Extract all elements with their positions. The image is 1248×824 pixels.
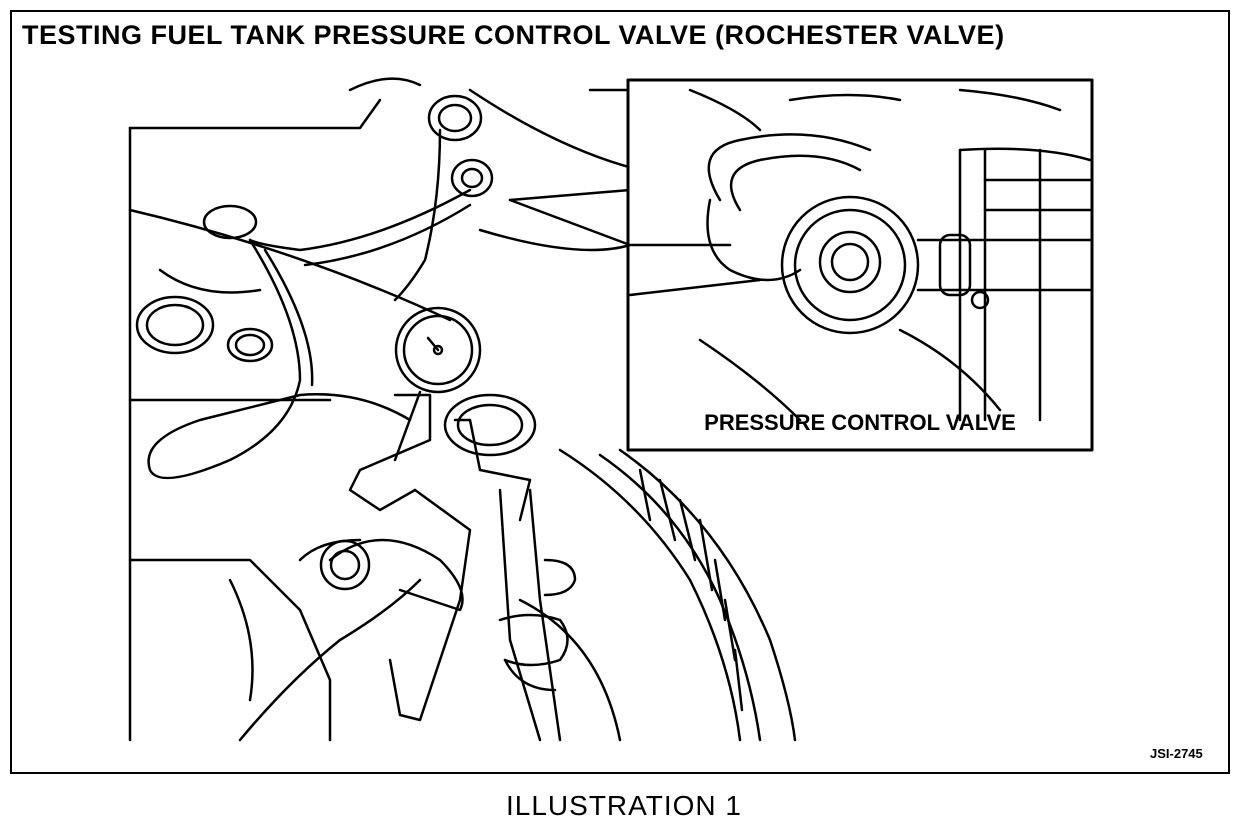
inset-box [626, 78, 1094, 452]
chassis-lines [128, 77, 642, 742]
hand-pump [238, 393, 577, 742]
figure-title: TESTING FUEL TANK PRESSURE CONTROL VALVE… [22, 20, 1005, 50]
chassis-ports [135, 94, 537, 457]
figure-reference-code: JSI-2745 [1150, 746, 1203, 761]
vacuum-hose [147, 128, 472, 480]
figure-caption: ILLUSTRATION 1 [506, 790, 742, 821]
tire [518, 448, 797, 742]
inset-detail [628, 88, 1092, 422]
callout-pointer [508, 188, 632, 247]
inset-label: PRESSURE CONTROL VALVE [704, 410, 1016, 435]
pressure-gauge [393, 306, 482, 462]
